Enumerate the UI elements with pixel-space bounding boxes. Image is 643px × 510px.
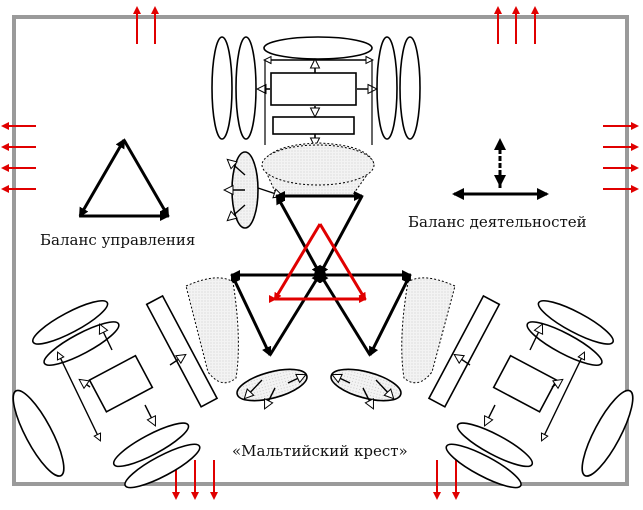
top-unit-arrows [258,60,376,146]
activity-balance-cross [452,138,549,200]
right-bottom-unit-arrows [455,325,584,440]
right-bottom-cone [401,277,456,384]
central-hub [314,269,326,281]
left-bottom-cone [185,277,239,384]
left-bottom-unit [12,294,219,489]
central-red-triangle [269,223,367,303]
external-arrows [1,6,639,500]
control-balance-label: Баланс управления [40,231,196,249]
environment-frame [12,15,629,486]
top-unit [211,36,421,140]
bottom-left-ellipse [236,368,402,402]
bottom-ellipse-arrows [245,375,393,408]
control-balance-triangle [78,138,170,221]
left-bottom-unit-arrows [58,325,185,440]
top-cone [261,142,375,197]
maltese-cross-label: «Мальтийский крест» [232,442,408,460]
right-bottom-unit [427,294,634,489]
activity-balance-label: Баланс деятельностей [408,213,587,231]
